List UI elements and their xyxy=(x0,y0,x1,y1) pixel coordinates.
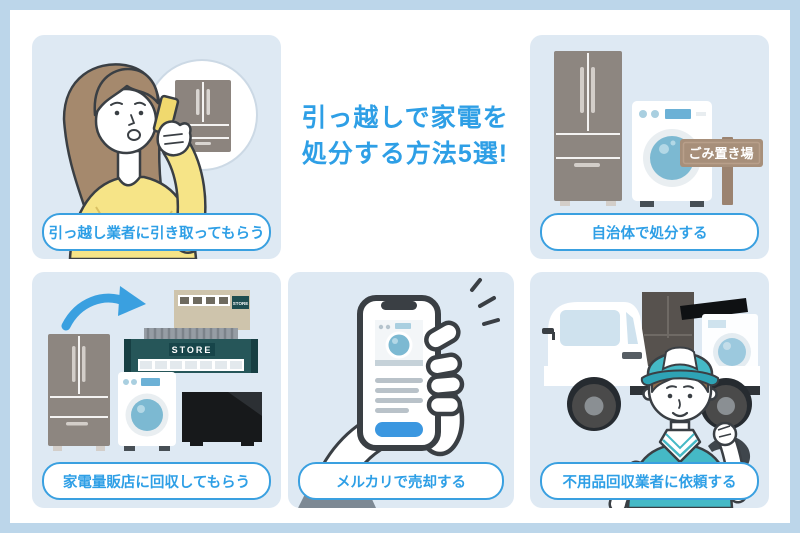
store-sign-text: STORE xyxy=(172,345,213,355)
gripping-fingers xyxy=(424,320,465,417)
washing-machine-icon xyxy=(702,314,758,378)
municipality-illustration: ごみ置き場 xyxy=(554,51,763,207)
refrigerator-icon xyxy=(554,51,622,206)
caption-junk-service: 不用品回収業者に依頼する xyxy=(540,462,759,500)
washing-machine-icon xyxy=(118,372,176,451)
caption-retailer: 家電量販店に回収してもらう xyxy=(42,462,271,500)
panel-mercari: メルカリで売却する xyxy=(288,272,514,508)
caption-mercari: メルカリで売却する xyxy=(298,462,504,500)
smartphone-icon xyxy=(357,295,441,451)
tv-icon xyxy=(680,298,748,320)
title-line-2: 処分する方法5選! xyxy=(301,140,509,168)
app-listing-washer-image xyxy=(375,320,423,366)
caption-mover: 引っ越し業者に引き取ってもらう xyxy=(42,213,271,251)
store-sign-small-text: STORE xyxy=(233,301,248,306)
store-icon: STORE STORE xyxy=(124,290,258,373)
arrow-icon xyxy=(61,286,146,331)
title-line-1: 引っ越しで家電を xyxy=(301,104,509,132)
garbage-sign: ごみ置き場 xyxy=(680,137,763,205)
panel-mover: 引っ越し業者に引き取ってもらう xyxy=(32,35,281,259)
panel-municipality: ごみ置き場 自治体で処分する xyxy=(530,35,769,259)
retailer-illustration: STORE STORE xyxy=(48,286,262,451)
page-title: 引っ越しで家電を 処分する方法5選! xyxy=(278,100,532,172)
cap-icon xyxy=(640,346,720,387)
refrigerator-icon xyxy=(48,334,110,451)
notification-dashes-icon xyxy=(470,278,500,326)
tv-icon xyxy=(182,392,262,446)
washing-machine-icon xyxy=(632,101,712,207)
caption-municipality: 自治体で処分する xyxy=(540,213,759,251)
panel-junk-service: 不用品回収業者に依頼する xyxy=(530,272,769,508)
panel-retailer: STORE STORE xyxy=(32,272,281,508)
app-action-button xyxy=(375,422,423,437)
garbage-sign-text: ごみ置き場 xyxy=(688,146,753,161)
